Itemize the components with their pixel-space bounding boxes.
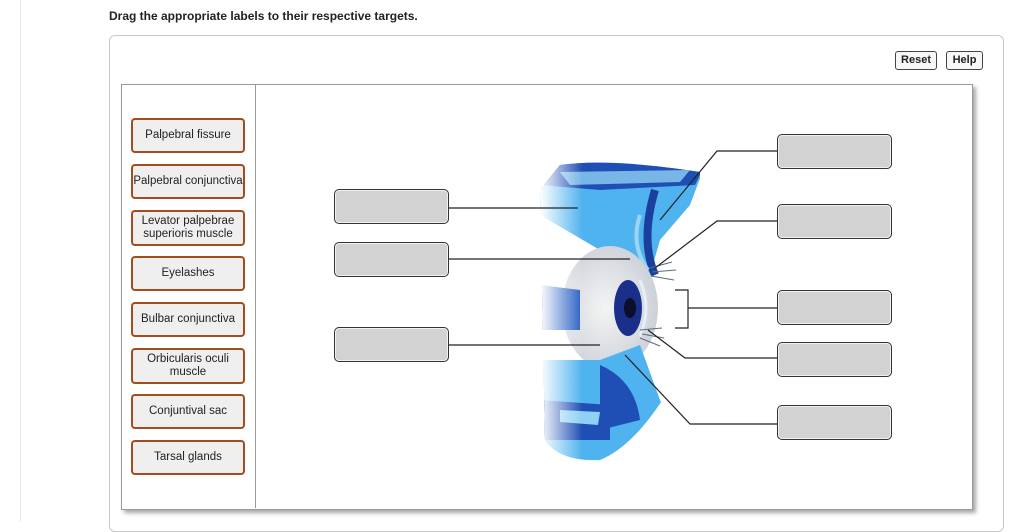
drop-target-right-4[interactable]	[777, 342, 892, 377]
label-tile-palpebral-fissure[interactable]: Palpebral fissure	[131, 118, 245, 153]
label-tile-bulbar-conjunctiva[interactable]: Bulbar conjunctiva	[131, 302, 245, 337]
left-margin-rule	[20, 0, 21, 521]
eye-illustration-body	[540, 162, 700, 461]
label-tile-tarsal-glands[interactable]: Tarsal glands	[131, 440, 245, 475]
drop-target-right-5[interactable]	[777, 405, 892, 440]
drop-target-right-1[interactable]	[777, 134, 892, 169]
eyelash-strokes	[639, 261, 677, 347]
instruction-text: Drag the appropriate labels to their res…	[109, 9, 418, 23]
label-tile-levator-palpebrae[interactable]: Levator palpebrae superioris muscle	[131, 210, 245, 246]
reset-button[interactable]: Reset	[895, 51, 937, 70]
label-tile-conjuntival-sac[interactable]: Conjuntival sac	[131, 394, 245, 429]
label-tile-orbicularis-oculi[interactable]: Orbicularis oculi muscle	[131, 348, 245, 384]
eye-anatomy-illustration	[449, 150, 777, 461]
help-button[interactable]: Help	[946, 51, 983, 70]
label-bank-divider	[255, 85, 256, 508]
drop-target-left-2[interactable]	[334, 242, 449, 277]
drop-target-right-3[interactable]	[777, 290, 892, 325]
drop-target-left-1[interactable]	[334, 189, 449, 224]
label-tile-palpebral-conjunctiva[interactable]: Palpebral conjunctiva	[131, 164, 245, 199]
drop-target-left-3[interactable]	[334, 327, 449, 362]
label-tile-eyelashes[interactable]: Eyelashes	[131, 256, 245, 291]
leader-lines	[449, 150, 777, 425]
drop-target-right-2[interactable]	[777, 204, 892, 239]
